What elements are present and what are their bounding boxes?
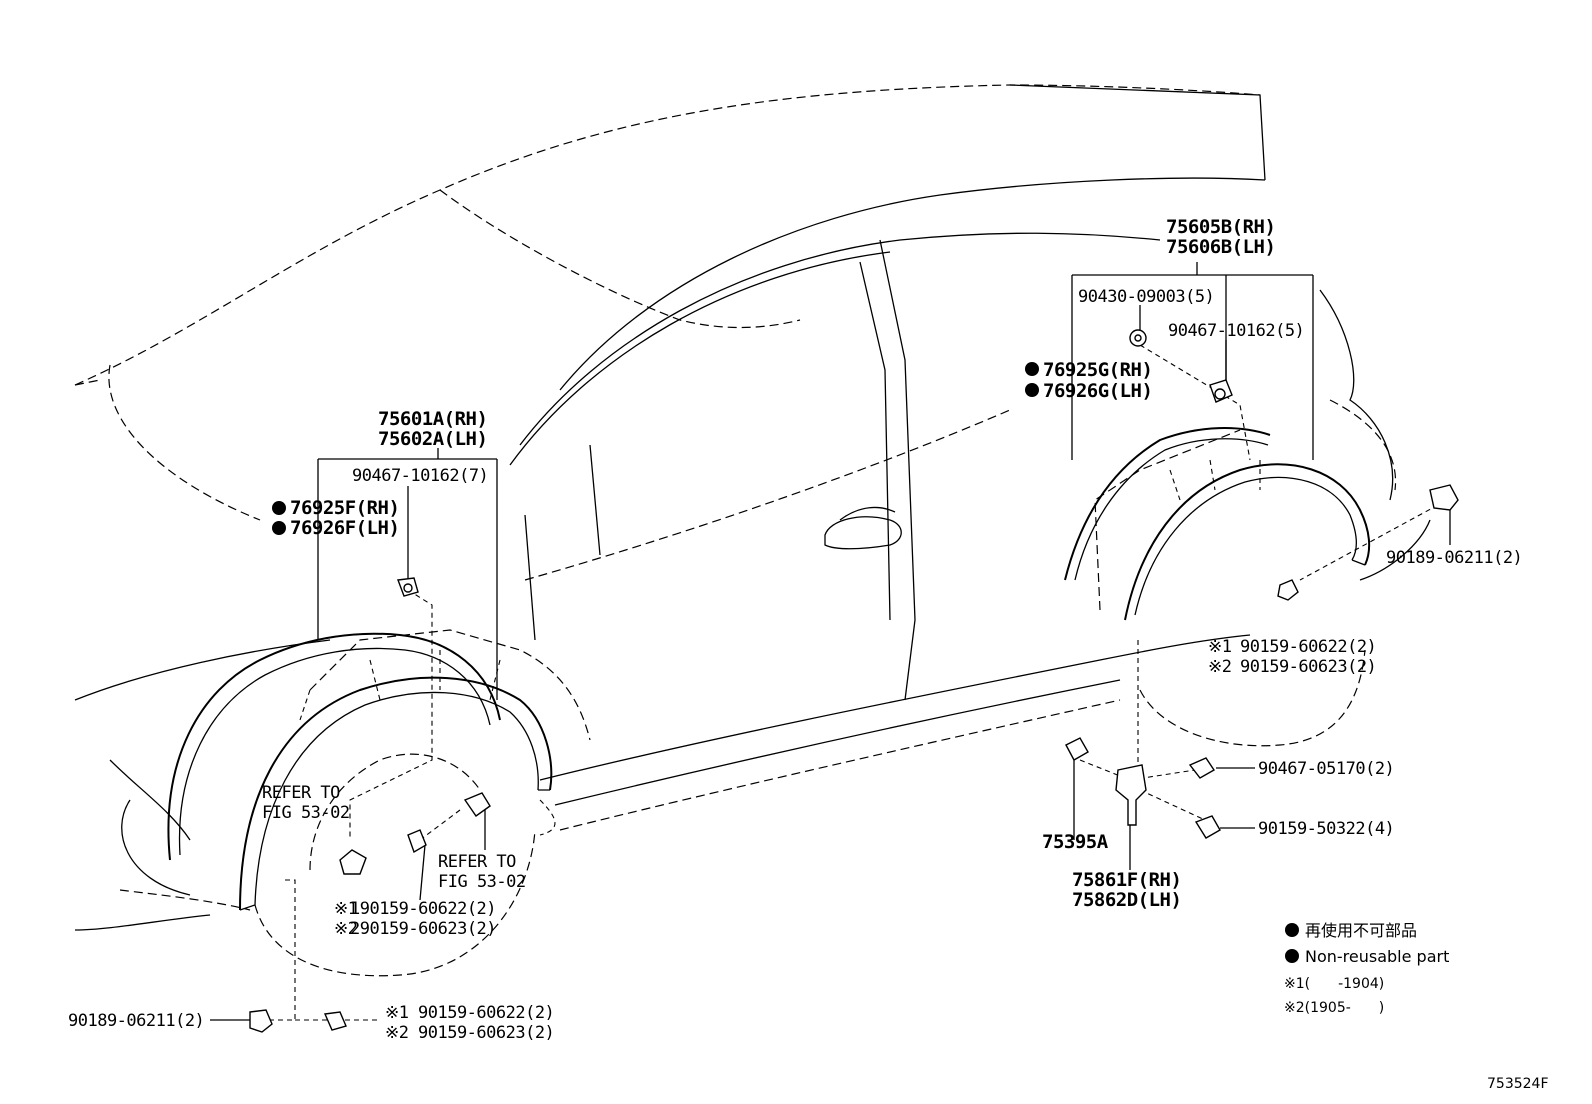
refer-note-2-line2[interactable]: FIG 53-02 bbox=[438, 872, 526, 892]
figure-id: 753524F bbox=[1487, 1076, 1549, 1092]
refer-note-1-line2[interactable]: FIG 53-02 bbox=[262, 803, 350, 823]
legend: 再使用不可部品 Non-reusable part ※1( -1904) ※2(… bbox=[1284, 921, 1449, 1016]
legend-note-1: ※1( -1904) bbox=[1284, 976, 1384, 992]
rear-bolt-2-label: 90159-60623(2) bbox=[1240, 657, 1376, 677]
legend-note-2: ※2(1905- ) bbox=[1284, 1000, 1384, 1016]
front-molding-rh-label: 75601A(RH) bbox=[378, 408, 487, 430]
bracket-label: 75395A bbox=[1042, 831, 1109, 853]
front-bolt-1-label: 190159-60622(2) bbox=[350, 899, 496, 919]
mudguard-rh-label: 75861F(RH) bbox=[1072, 869, 1181, 891]
bottom-bolt-icon bbox=[323, 1011, 347, 1031]
mudguard-lh-label: 75862D(LH) bbox=[1072, 889, 1181, 911]
rear-clip-b-label: 90467-10162(5) bbox=[1168, 321, 1304, 341]
rear-bolt-1-mark: ※1 bbox=[1208, 637, 1232, 657]
bottom-bolt-2-mark: ※2 bbox=[385, 1023, 408, 1043]
front-bolt-2-label: 290159-60623(2) bbox=[350, 919, 496, 939]
rear-molding-rh-label: 75605B(RH) bbox=[1166, 216, 1275, 238]
bottom-screw-label: 90189-06211(2) bbox=[68, 1011, 204, 1031]
mudguard-icon bbox=[1115, 764, 1147, 826]
non-reusable-dot-icon bbox=[272, 501, 286, 515]
refer-note-1-line1[interactable]: REFER TO bbox=[262, 783, 341, 803]
bolt-90159-label: 90159-50322(4) bbox=[1258, 819, 1394, 839]
bottom-bolt-1-mark: ※1 bbox=[385, 1003, 409, 1023]
rear-bolt-2-mark: ※2 bbox=[1208, 657, 1231, 677]
non-reusable-dot-icon bbox=[1025, 362, 1039, 376]
front-clip-label: 90467-10162(7) bbox=[352, 466, 488, 486]
clip-90467-label: 90467-05170(2) bbox=[1258, 759, 1394, 779]
rear-screw-icon bbox=[1429, 484, 1459, 511]
front-bolt-1-mark: ※1 bbox=[334, 899, 358, 919]
bottom-bolt-2-label: 90159-60623(2) bbox=[418, 1023, 554, 1043]
fasteners bbox=[249, 329, 1459, 1033]
refer-note-2-line1[interactable]: REFER TO bbox=[438, 852, 517, 872]
front-clip-b-icon bbox=[463, 792, 491, 817]
non-reusable-dot-icon bbox=[1025, 383, 1039, 397]
legend-non-reusable-en: Non-reusable part bbox=[1305, 947, 1449, 966]
front-clip-refer-icon bbox=[339, 849, 367, 875]
leader-lines bbox=[210, 262, 1451, 1021]
rear-pad-rh-label: 76925G(RH) bbox=[1043, 359, 1152, 381]
bolt-90159-icon bbox=[1194, 815, 1221, 839]
rear-clip-a-label: 90430-09003(5) bbox=[1078, 287, 1214, 307]
bottom-bolt-1-label: 90159-60622(2) bbox=[418, 1003, 554, 1023]
legend-dot-icon bbox=[1285, 923, 1299, 937]
bottom-screw-icon bbox=[249, 1009, 273, 1033]
bracket-75395a-icon bbox=[1065, 737, 1089, 761]
legend-non-reusable-jp: 再使用不可部品 bbox=[1305, 921, 1417, 940]
rear-bolt-1-label: 90159-60622(2) bbox=[1240, 637, 1376, 657]
front-bolt-2-mark: ※2 bbox=[334, 919, 357, 939]
car-body-outline bbox=[74, 84, 1431, 931]
rear-bolt-icon bbox=[1277, 579, 1299, 601]
front-bolt-icon bbox=[407, 829, 427, 854]
rear-wheel-arch bbox=[1064, 427, 1371, 747]
legend-dot-icon bbox=[1285, 949, 1299, 963]
non-reusable-dot-icon bbox=[272, 521, 286, 535]
rear-screw-label: 90189-06211(2) bbox=[1386, 548, 1522, 568]
front-pad-lh-label: 76926F(LH) bbox=[290, 517, 399, 539]
front-wheel-arch bbox=[167, 629, 591, 977]
clip-90467-icon bbox=[1188, 757, 1215, 779]
front-molding-lh-label: 75602A(LH) bbox=[378, 428, 487, 450]
rear-pad-lh-label: 76926G(LH) bbox=[1043, 380, 1152, 402]
rear-molding-lh-label: 75606B(LH) bbox=[1166, 236, 1275, 258]
front-pad-rh-label: 76925F(RH) bbox=[290, 497, 399, 519]
